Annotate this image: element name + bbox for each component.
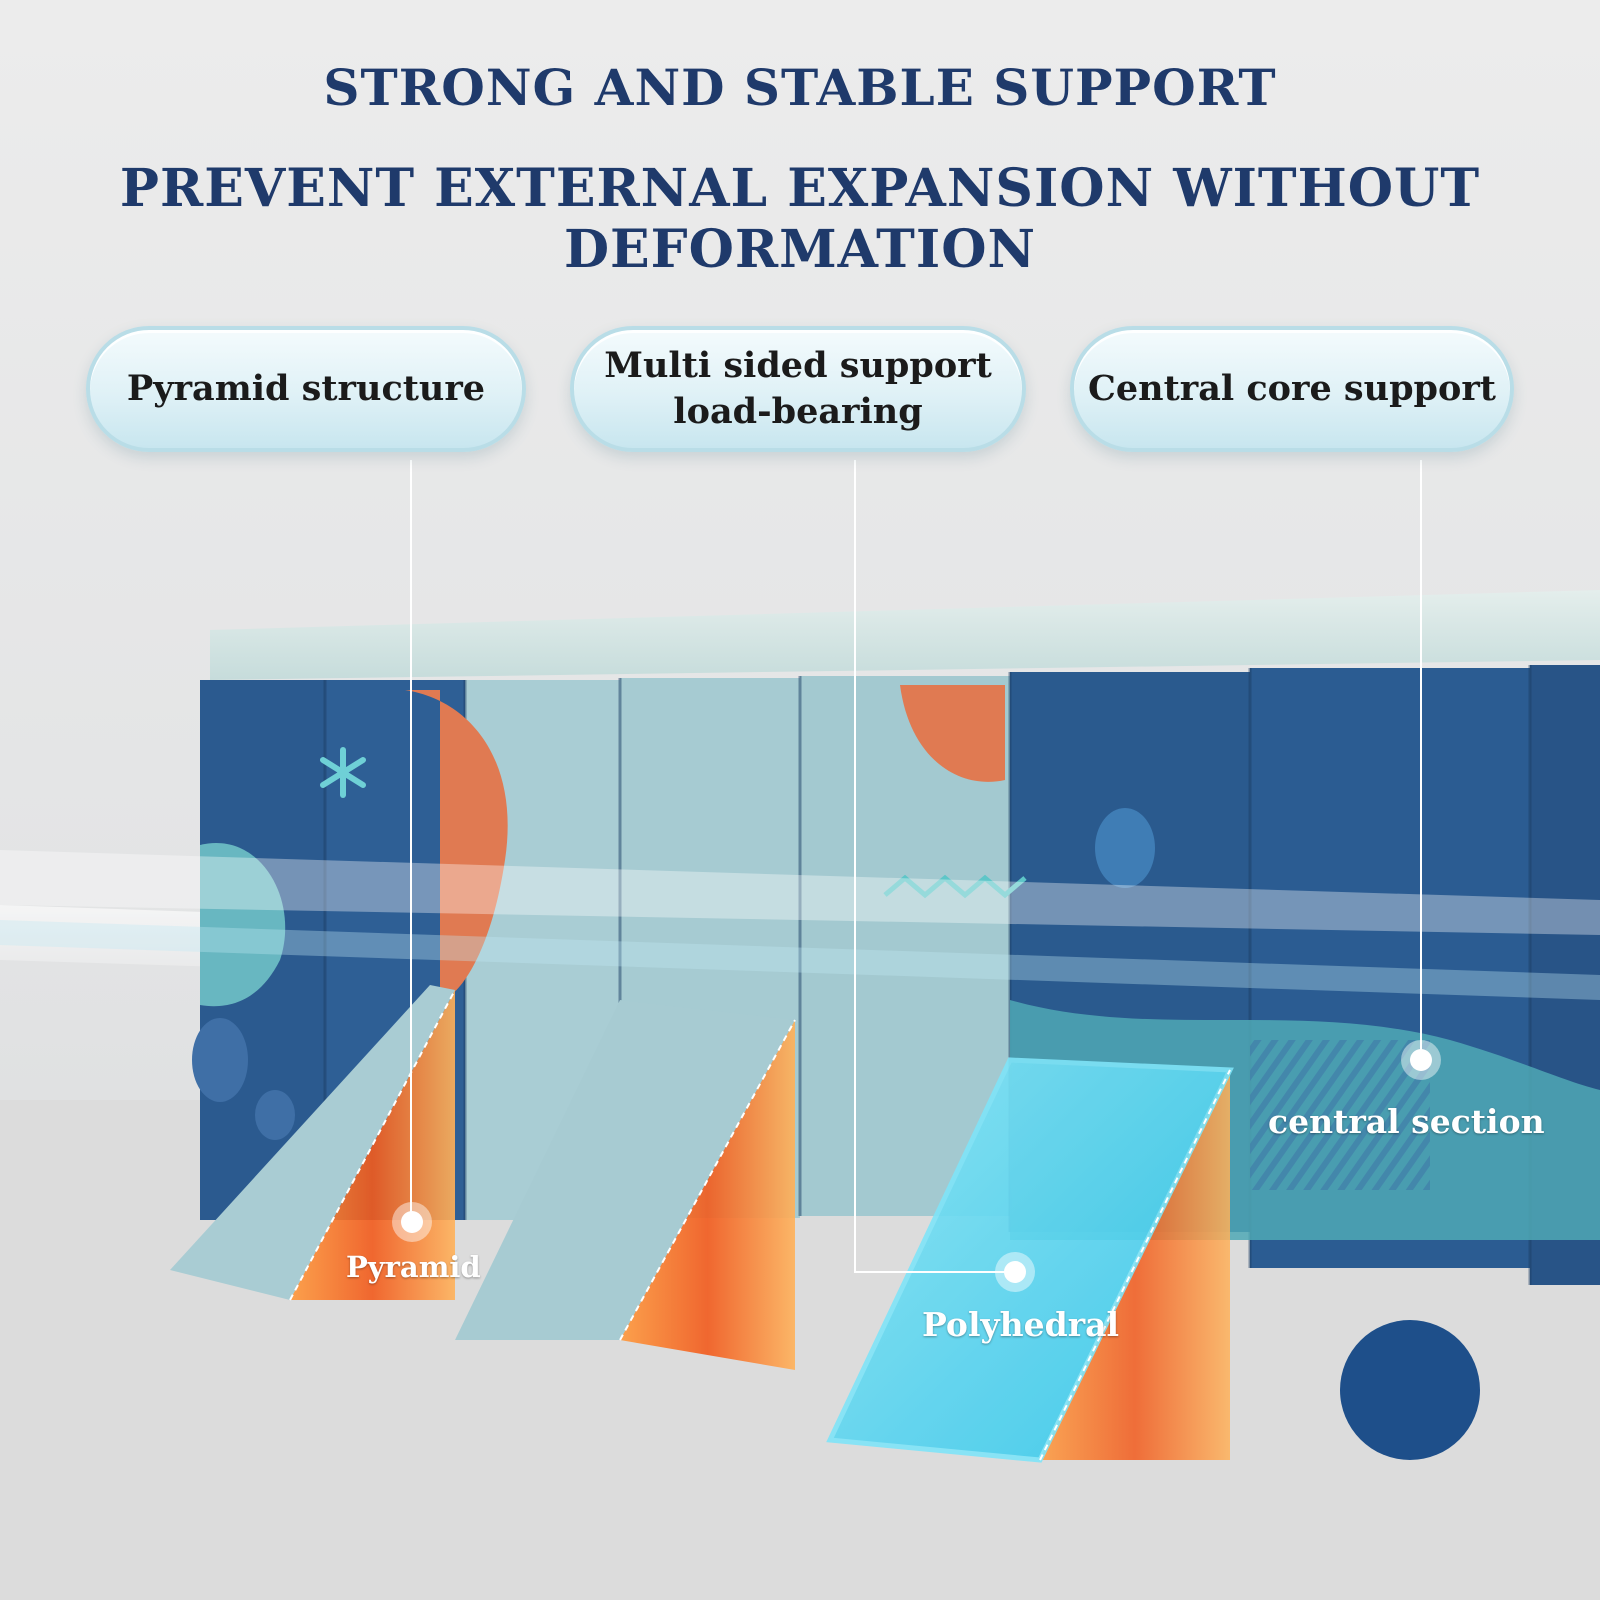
small-circle-left xyxy=(192,1018,248,1102)
callout-polyhedral: Polyhedral xyxy=(922,1305,1120,1344)
headline-line-1: STRONG AND STABLE SUPPORT xyxy=(323,58,1277,117)
dot-polyhedral xyxy=(1004,1261,1026,1283)
callout-pyramid: Pyramid xyxy=(346,1250,481,1284)
callout-central-section: central section xyxy=(1268,1102,1545,1141)
label-pyramid-structure: Pyramid structure xyxy=(86,326,526,452)
cross-decoration xyxy=(320,747,366,798)
label-multi-sided-line1: Multi sided support xyxy=(604,345,992,386)
pyramid-foot xyxy=(170,985,455,1300)
label-multi-sided-line2: load-bearing xyxy=(673,391,923,432)
label-pyramid-structure-text: Pyramid structure xyxy=(126,368,486,409)
circle-decoration xyxy=(1095,808,1155,888)
label-central-core-text: Central core support xyxy=(1088,368,1496,409)
label-multi-sided-support: Multi sided support load-bearing xyxy=(570,326,1026,452)
middle-foot xyxy=(455,1000,795,1340)
dot-pyramid xyxy=(401,1211,423,1233)
orange-blob-right xyxy=(900,685,1005,782)
zigzag-decoration xyxy=(883,874,1027,899)
headline-line-2: PREVENT EXTERNAL EXPANSION WITHOUT DEFOR… xyxy=(119,158,1481,280)
orange-blob-left xyxy=(405,690,508,1000)
teal-wave-left xyxy=(200,842,286,1007)
dark-circle xyxy=(1340,1320,1480,1460)
label-central-core-support: Central core support xyxy=(1070,326,1514,452)
dot-central xyxy=(1410,1049,1432,1071)
leader-line-polyhedral xyxy=(854,460,1010,1273)
top-rail xyxy=(210,590,1600,680)
